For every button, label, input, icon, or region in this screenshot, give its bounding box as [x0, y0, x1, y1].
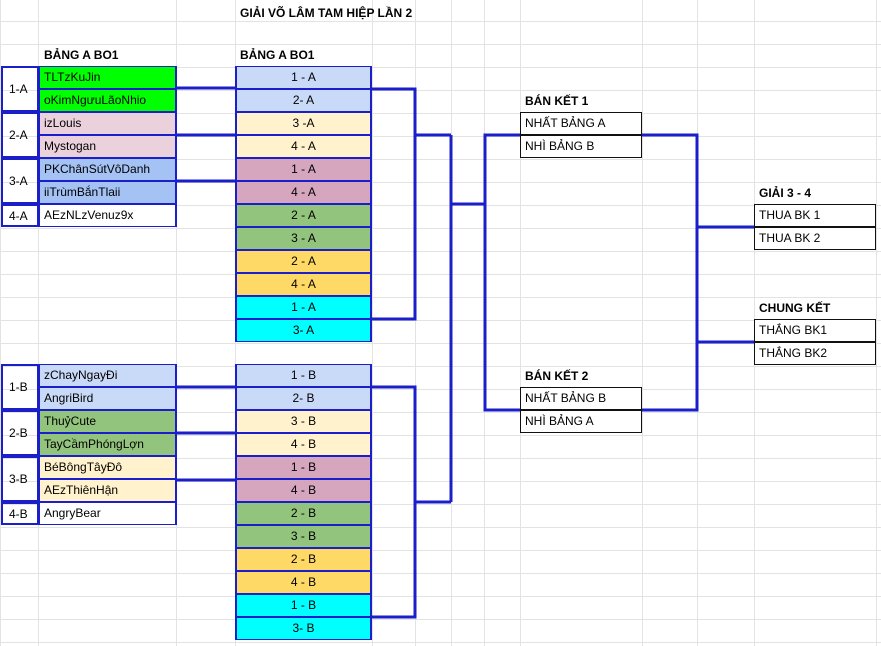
slot-cell[interactable]: 4 - B	[235, 479, 372, 502]
final-title: CHUNG KẾT	[759, 301, 831, 315]
semi2-row-2[interactable]: NHÌ BẢNG A	[520, 410, 642, 433]
slot-cell[interactable]: 1 - B	[235, 456, 372, 479]
semi2-row-1[interactable]: NHẤT BẢNG B	[520, 387, 642, 410]
slot-cell[interactable]: 3 - A	[235, 227, 372, 250]
semi1-title: BÁN KẾT 1	[525, 94, 589, 108]
team-cell[interactable]: AngryBear	[38, 502, 177, 525]
team-cell[interactable]: AEzThiênHận	[38, 479, 177, 502]
slot-cell[interactable]: 1 - A	[235, 66, 372, 89]
slot-cell[interactable]: 2 - B	[235, 502, 372, 525]
slot-cell[interactable]: 2- A	[235, 89, 372, 112]
page-title: GIẢI VÕ LÂM TAM HIỆP LẦN 2	[240, 6, 413, 20]
team-cell[interactable]: TLTzKuJin	[38, 66, 177, 89]
semi1-row-2[interactable]: NHÌ BẢNG B	[520, 135, 642, 158]
team-cell[interactable]: zChayNgayĐi	[38, 364, 177, 387]
third-place-row-1[interactable]: THUA BK 1	[754, 204, 876, 227]
team-cell[interactable]: BéBôngTâyĐô	[38, 456, 177, 479]
team-cell[interactable]: PKChânSútVôDanh	[38, 158, 177, 181]
slot-cell[interactable]: 3 - B	[235, 525, 372, 548]
slot-cell[interactable]: 3 -A	[235, 112, 372, 135]
connector-line	[371, 385, 417, 619]
connector-line	[642, 133, 699, 412]
team-cell[interactable]: iiTrùmBắnTlaii	[38, 181, 177, 204]
grid-line	[372, 0, 373, 646]
group-label: 4-A	[1, 204, 39, 227]
semi1-row-1[interactable]: NHẤT BẢNG A	[520, 112, 642, 135]
connector-line	[371, 87, 417, 321]
slot-cell[interactable]: 2 - B	[235, 548, 372, 571]
semi2-title: BÁN KẾT 2	[525, 369, 589, 383]
slot-cell[interactable]: 1 - A	[235, 296, 372, 319]
grid-line	[484, 0, 485, 646]
grid-line	[38, 0, 39, 646]
group-label: 2-B	[1, 410, 39, 456]
slot-cell[interactable]: 2- B	[235, 387, 372, 410]
slot-cell[interactable]: 1 - B	[235, 594, 372, 617]
group-label: 4-B	[1, 502, 39, 525]
grid-line	[520, 0, 521, 646]
team-cell[interactable]: oKimNgưuLãoNhio	[38, 89, 177, 112]
third-place-row-2[interactable]: THUA BK 2	[754, 227, 876, 250]
slot-cell[interactable]: 2 - A	[235, 250, 372, 273]
grid-line	[697, 0, 698, 646]
slot-cell[interactable]: 4 - B	[235, 571, 372, 594]
team-cell[interactable]: AngriBird	[38, 387, 177, 410]
group-a-header: BẢNG A BO1	[44, 48, 119, 62]
slot-cell[interactable]: 1 - A	[235, 158, 372, 181]
slots-a-header: BẢNG A BO1	[240, 48, 315, 62]
team-cell[interactable]: AEzNLzVenuz9x	[38, 204, 177, 227]
group-label: 3-A	[1, 158, 39, 204]
connector-line	[483, 133, 520, 412]
slot-cell[interactable]: 4 - A	[235, 273, 372, 296]
team-cell[interactable]: izLouis	[38, 112, 177, 135]
team-cell[interactable]: ThuỷCute	[38, 410, 177, 433]
grid-line	[876, 0, 877, 646]
slot-cell[interactable]: 4 - A	[235, 135, 372, 158]
slot-cell[interactable]: 2 - A	[235, 204, 372, 227]
group-label: 1-A	[1, 66, 39, 112]
final-row-2[interactable]: THẮNG BK2	[754, 342, 876, 365]
grid-line	[451, 0, 452, 646]
final-row-1[interactable]: THẮNG BK1	[754, 319, 876, 342]
team-cell[interactable]: TayCầmPhóngLợn	[38, 433, 177, 456]
group-label: 3-B	[1, 456, 39, 502]
team-cell[interactable]: Mystogan	[38, 135, 177, 158]
group-label: 2-A	[1, 112, 39, 158]
grid-line	[642, 0, 643, 646]
grid-line	[176, 0, 177, 646]
grid-line	[415, 0, 416, 646]
slot-cell[interactable]: 3- B	[235, 617, 372, 640]
slot-cell[interactable]: 4 - A	[235, 181, 372, 204]
slot-cell[interactable]: 3 - B	[235, 410, 372, 433]
third-place-title: GIẢI 3 - 4	[759, 186, 812, 200]
slot-cell[interactable]: 4 - B	[235, 433, 372, 456]
slot-cell[interactable]: 3- A	[235, 319, 372, 342]
group-label: 1-B	[1, 364, 39, 410]
slot-cell[interactable]: 1 - B	[235, 364, 372, 387]
